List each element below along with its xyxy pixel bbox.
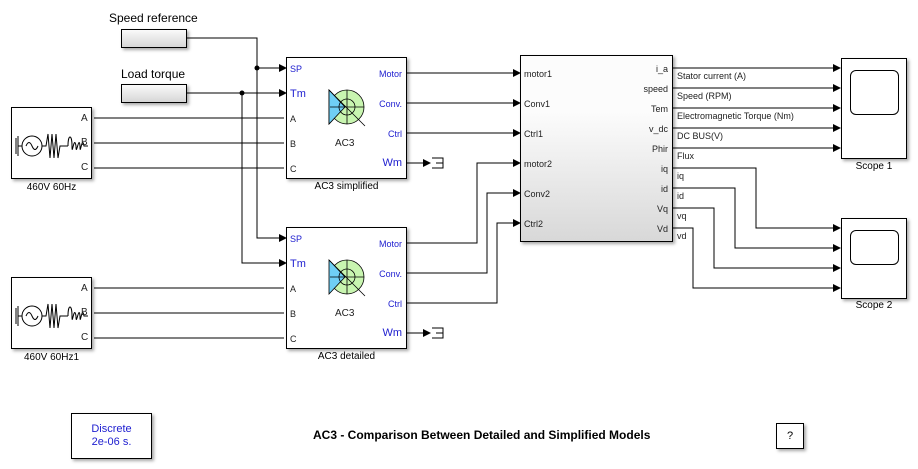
voltage-source-2[interactable]: A B C (11, 277, 92, 349)
source-2-caption: 460V 60Hz1 (23, 352, 80, 363)
signal-label: id (677, 191, 685, 201)
drive-name: AC3 (335, 308, 355, 319)
scope-2-block[interactable] (841, 218, 907, 299)
ac3-detailed-block[interactable]: SP Tm A B C Motor Conv. Ctrl Wm AC3 (286, 227, 407, 349)
wire-load-torque-branch (241, 93, 287, 267)
source-port-a: A (81, 283, 88, 294)
measurement-block[interactable]: motor1 Conv1 Ctrl1 motor2 Conv2 Ctrl2 i_… (520, 55, 673, 242)
source-1-caption: 460V 60Hz (26, 182, 77, 193)
input-motor2: motor2 (524, 159, 553, 169)
scope-1-caption: Scope 1 (855, 161, 893, 172)
wire-ctrl2 (406, 219, 521, 304)
powergui-step: 2e-06 s. (91, 436, 132, 448)
source-port-b: B (81, 307, 88, 318)
signal-label: DC BUS(V) (677, 131, 724, 141)
port-wm: Wm (382, 327, 402, 339)
model-title: AC3 - Comparison Between Detailed and Si… (313, 428, 651, 442)
port-motor: Motor (378, 239, 402, 249)
port-conv: Conv. (379, 269, 402, 279)
port-tm: Tm (290, 258, 306, 270)
port-sp: SP (290, 234, 303, 244)
port-ctrl: Ctrl (388, 129, 402, 139)
port-a: A (290, 284, 297, 294)
junction-dot (239, 90, 245, 96)
wire-iq (672, 167, 841, 232)
port-c: C (290, 164, 297, 174)
voltage-source-1[interactable]: A B C (11, 107, 92, 179)
source-port-c: C (81, 162, 89, 173)
powergui-mode: Discrete (91, 423, 132, 435)
output-phir: Phir (651, 144, 668, 154)
input-ctrl2: Ctrl2 (524, 219, 544, 229)
speed-reference-block[interactable] (121, 29, 187, 48)
input-conv2: Conv2 (524, 189, 551, 199)
motor-icon (328, 258, 366, 297)
ac-source-icon (15, 133, 88, 159)
powergui-block[interactable]: Discrete 2e-06 s. (71, 413, 152, 459)
port-b: B (290, 139, 297, 149)
port-tm: Tm (290, 88, 306, 100)
wire-vq (672, 207, 841, 272)
output-vq: Vq (656, 204, 668, 214)
ac-source-icon (15, 303, 88, 329)
wire-motor2 (406, 159, 521, 244)
scope-screen-icon (850, 230, 899, 265)
signal-label: iq (677, 171, 685, 181)
signal-label: Stator current (A) (677, 71, 747, 81)
scope-screen-icon (850, 70, 899, 115)
port-b: B (290, 309, 297, 319)
input-motor1: motor1 (524, 69, 553, 79)
port-motor: Motor (378, 69, 402, 79)
output-tem: Tem (650, 104, 668, 114)
wire-id (672, 187, 841, 252)
port-sp: SP (290, 64, 303, 74)
signal-label: vq (677, 211, 687, 221)
input-ctrl1: Ctrl1 (524, 129, 544, 139)
source-port-c: C (81, 332, 89, 343)
terminator-2 (432, 327, 444, 339)
motor-icon (328, 88, 366, 127)
output-i-a: i_a (655, 64, 668, 74)
output-id: id (660, 184, 668, 194)
signal-label: Speed (RPM) (677, 91, 732, 101)
ac3-simplified-caption: AC3 simplified (314, 181, 379, 192)
help-button[interactable]: ? (776, 423, 804, 449)
signal-label: vd (677, 231, 687, 241)
output-v-dc: v_dc (648, 124, 668, 134)
wire-speed-ref (187, 37, 287, 242)
ac3-simplified-block[interactable]: SP Tm A B C Motor Conv. Ctrl Wm AC3 (286, 57, 407, 179)
wire-conv2 (406, 189, 521, 274)
ac3-detailed-caption: AC3 detailed (317, 351, 376, 362)
speed-reference-label: Speed reference (109, 11, 198, 25)
source-port-a: A (81, 113, 88, 124)
load-torque-label: Load torque (121, 67, 186, 81)
signal-label: Flux (677, 151, 695, 161)
junction-dot (254, 65, 260, 71)
scope-2-caption: Scope 2 (855, 300, 893, 311)
port-c: C (290, 334, 297, 344)
drive-name: AC3 (335, 138, 355, 149)
port-wm: Wm (382, 157, 402, 169)
output-vd: Vd (656, 224, 668, 234)
source-port-b: B (81, 137, 88, 148)
signal-label: Electromagnetic Torque (Nm) (677, 111, 794, 121)
output-iq: iq (660, 164, 668, 174)
output-speed: speed (643, 84, 668, 94)
port-conv: Conv. (379, 99, 402, 109)
terminator-1 (432, 157, 444, 169)
port-a: A (290, 114, 297, 124)
scope-1-block[interactable] (841, 58, 907, 159)
wire-vd (672, 227, 841, 292)
load-torque-block[interactable] (121, 84, 187, 103)
port-ctrl: Ctrl (388, 299, 402, 309)
input-conv1: Conv1 (524, 99, 551, 109)
